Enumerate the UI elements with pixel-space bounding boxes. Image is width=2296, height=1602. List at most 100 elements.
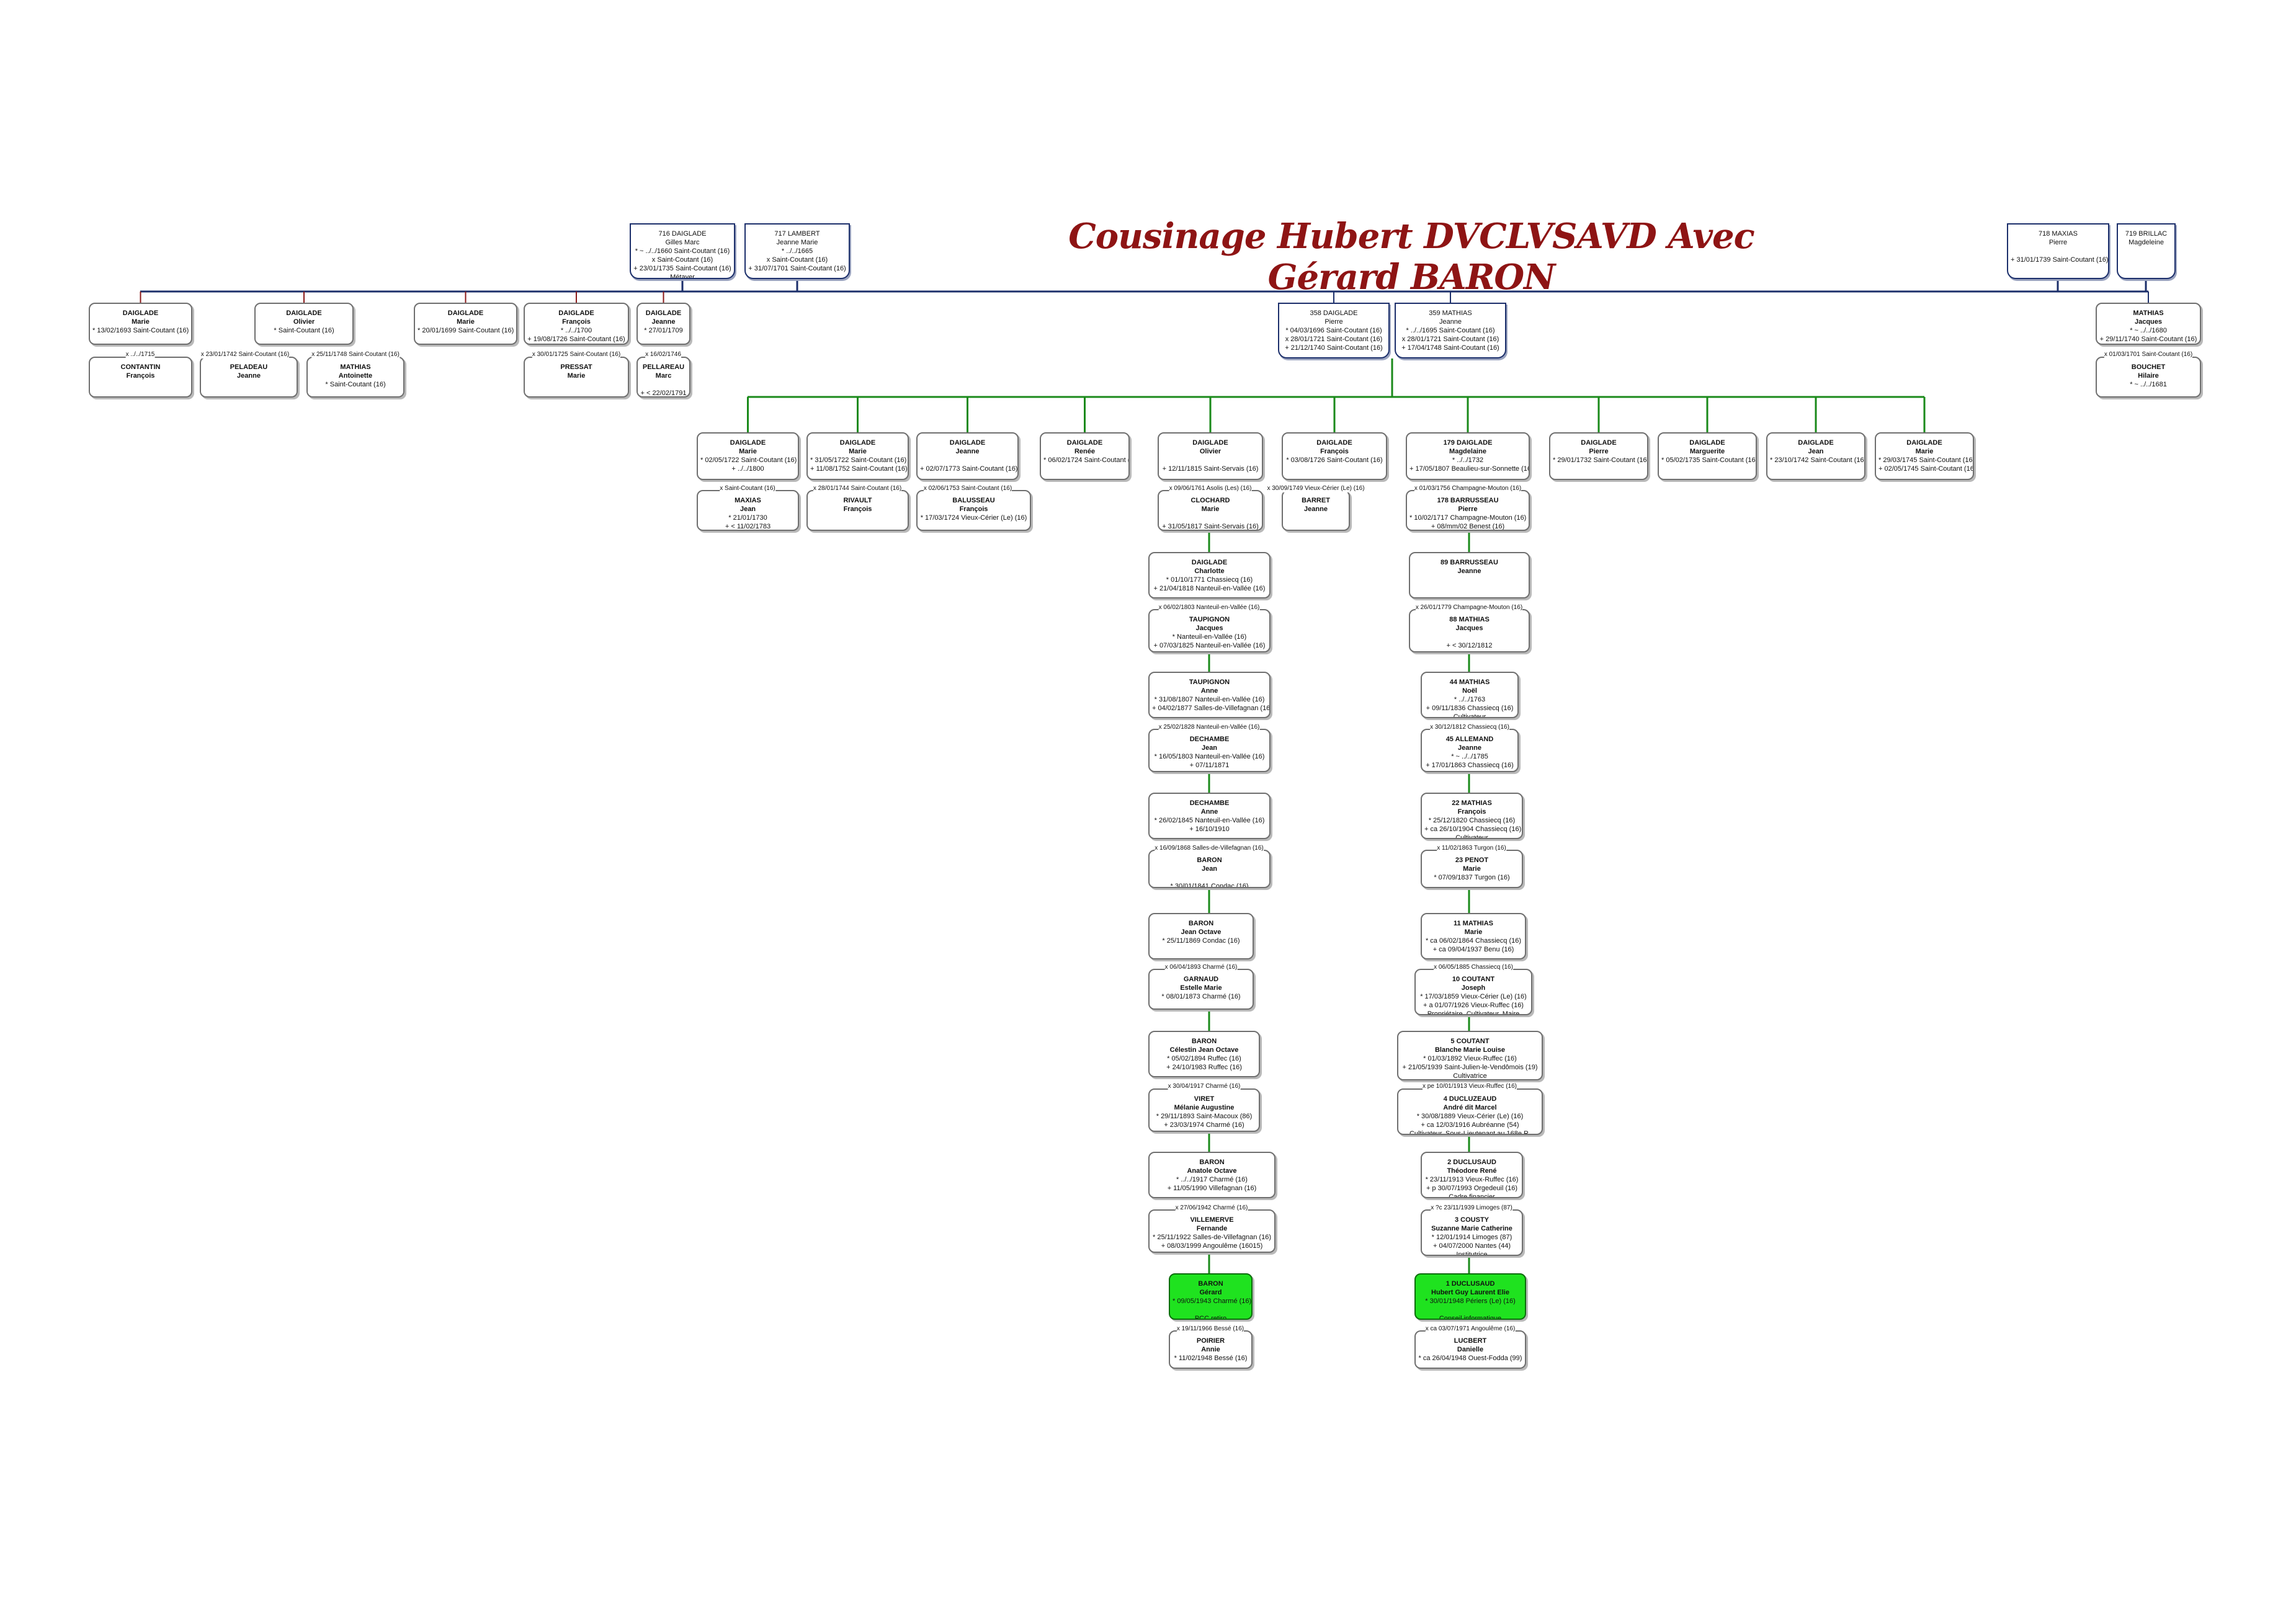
person-detail xyxy=(640,380,687,389)
person-given-name: Pierre xyxy=(1458,505,1478,513)
person-detail: * 25/12/1820 Chassiecq (16) xyxy=(1428,817,1516,824)
person-given-name: Noël xyxy=(1462,687,1477,695)
person-detail: * 23/11/1913 Vieux-Ruffec (16) xyxy=(1425,1176,1519,1183)
person-detail: * 30/01/1948 Périers (Le) (16) xyxy=(1425,1297,1516,1305)
person-given-name: Jeanne xyxy=(1304,505,1328,513)
person-surname: BARON xyxy=(1188,920,1214,927)
person-given-name: Anatole Octave xyxy=(1187,1167,1237,1175)
person-surname: GARNAUD xyxy=(1183,976,1219,983)
person-detail: Cultivatrice xyxy=(1453,1072,1487,1080)
person-detail xyxy=(1418,1363,1522,1368)
person-given-name: Jeanne xyxy=(955,448,980,455)
person-surname: DAIGLADE xyxy=(1798,439,1834,447)
person-detail: + 07/03/1825 Nanteuil-en-Vallée (16) xyxy=(1153,642,1266,649)
person-surname: DAIGLADE xyxy=(645,309,682,317)
person-detail: + 08/03/1999 Angoulême (16015) xyxy=(1161,1242,1263,1250)
person-given-name: Marie xyxy=(1915,448,1934,455)
person-detail: + 21/05/1939 Saint-Julien-le-Vendômois (… xyxy=(1402,1064,1538,1071)
person-given-name: François xyxy=(1457,808,1486,816)
person-surname: 359 MATHIAS xyxy=(1429,309,1472,317)
marriage-label: x 06/04/1893 Charmé (16) xyxy=(1164,964,1238,971)
person-given-name: Hubert Guy Laurent Elie xyxy=(1431,1289,1509,1296)
person-detail: * 21/01/1730 xyxy=(728,514,767,522)
person-detail: * 29/11/1893 Saint-Macoux (86) xyxy=(1156,1113,1253,1120)
person-surname: DECHAMBE xyxy=(1189,799,1230,807)
person-given-name: Danielle xyxy=(1457,1346,1484,1353)
person-given-name: Fernande xyxy=(1196,1225,1228,1232)
person-detail: * 01/10/1771 Chassiecq (16) xyxy=(1166,576,1253,584)
person-surname: 717 LAMBERT xyxy=(774,230,820,238)
person-surname: MATHIAS xyxy=(2133,309,2164,317)
marriage-label: x Saint-Coutant (16) xyxy=(720,485,775,492)
person-surname: DAIGLADE xyxy=(1191,559,1228,566)
marriage-label: x ../../1715 xyxy=(125,351,155,358)
person-detail: * 09/05/1943 Charmé (16) xyxy=(1173,1297,1252,1305)
person-surname: VIRET xyxy=(1194,1095,1215,1103)
marriage-label: x 30/12/1812 Chassiecq (16) xyxy=(1430,724,1509,731)
